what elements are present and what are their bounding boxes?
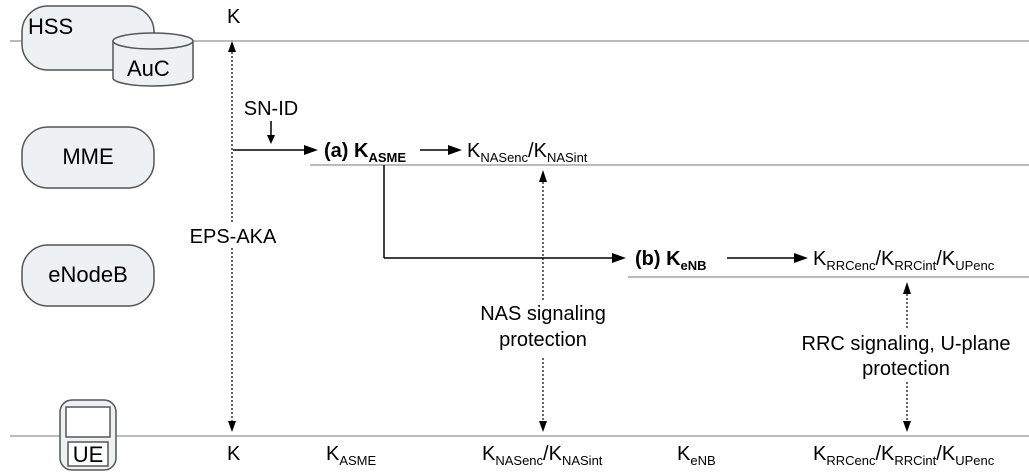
enb-rrc-keys: KRRCenc/KRRCint/KUPenc [813, 248, 995, 273]
kenb-step-label: (b) KeNB [635, 248, 707, 273]
hss-node: HSS AuC [21, 5, 194, 87]
hss-key-k: K [227, 6, 241, 28]
ue-label: UE [73, 442, 104, 467]
kasme-step-label: (a) KASME [324, 140, 406, 165]
ue-key-kasme: KASME [326, 443, 377, 468]
mme-label: MME [62, 144, 113, 169]
enodeb-node: eNodeB [21, 244, 155, 307]
mme-nas-keys: KNASenc/KNASint [467, 140, 588, 165]
eps-aka-arrow-top-head [228, 41, 236, 52]
mme-node: MME [21, 126, 155, 189]
eps-aka-label: EPS-AKA [190, 226, 277, 248]
ue-rrc-keys: KRRCenc/KRRCint/KUPenc [813, 443, 995, 468]
ue-node: UE [59, 399, 117, 471]
hss-label: HSS [28, 14, 73, 39]
ue-nas-keys: KNASenc/KNASint [482, 443, 603, 468]
enodeb-label: eNodeB [48, 262, 128, 287]
sn-id-label: SN-ID [244, 98, 298, 120]
eps-aka-arrow-bottom-head [228, 421, 236, 432]
auc-database-icon: AuC [112, 32, 194, 87]
ue-screen-icon [65, 406, 111, 438]
auc-label: AuC [127, 56, 170, 81]
ue-key-kenb: KeNB [677, 443, 716, 468]
ue-key-k: K [227, 443, 241, 465]
